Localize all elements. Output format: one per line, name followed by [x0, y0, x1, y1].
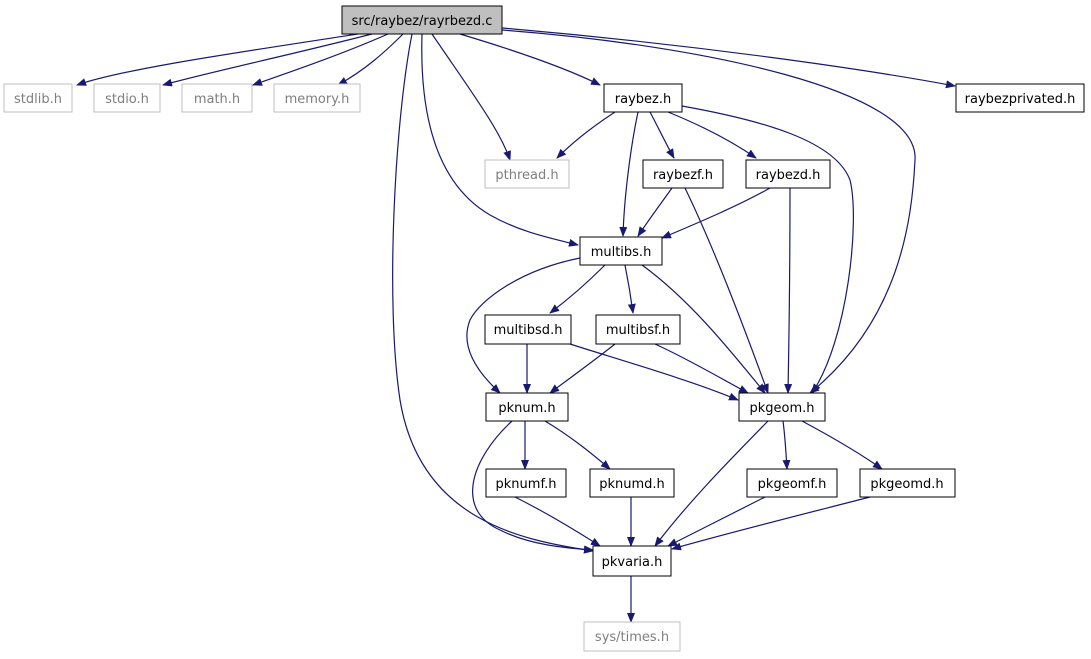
- node-pkgeomd-label: pkgeomd.h: [870, 477, 943, 492]
- node-raybezf-label: raybezf.h: [653, 168, 713, 183]
- edge-raybez-pkgeom: [681, 105, 854, 394]
- edge-raybez-pthread: [556, 111, 616, 159]
- node-raybezd[interactable]: raybezd.h: [745, 159, 831, 189]
- node-raybezprivated-label: raybezprivated.h: [965, 92, 1076, 107]
- edge-multibsf-pknum: [549, 343, 616, 394]
- edge-pknum-pkvaria: [472, 420, 594, 554]
- node-pkgeomd[interactable]: pkgeomd.h: [859, 468, 956, 498]
- edge-pknum-pknumd: [544, 420, 611, 470]
- node-multibsd-label: multibsd.h: [494, 323, 563, 338]
- node-pknumd[interactable]: pknumd.h: [589, 468, 675, 498]
- node-stdio: stdio.h: [93, 83, 161, 113]
- node-raybez-label: raybez.h: [615, 92, 671, 107]
- edge-multibs-multibsd: [549, 264, 606, 314]
- node-multibsf-label: multibsf.h: [606, 323, 670, 338]
- node-stdio-label: stdio.h: [105, 92, 149, 107]
- node-multibsd[interactable]: multibsd.h: [484, 314, 572, 345]
- node-memory: memory.h: [273, 83, 361, 113]
- edge-raybezd-pkgeom: [784, 187, 793, 394]
- edge-raybez-multibs: [619, 111, 639, 237]
- edge-root-stdlib: [76, 33, 359, 86]
- node-root[interactable]: src/raybez/rayrbezd.c: [341, 5, 503, 35]
- edge-root-multibs: [421, 33, 579, 247]
- node-stdlib-label: stdlib.h: [14, 92, 62, 107]
- edge-pkgeomd-pkvaria: [671, 496, 871, 551]
- node-systimes-label: sys/times.h: [595, 630, 669, 645]
- node-math: math.h: [181, 83, 253, 113]
- edge-root-pthread: [431, 33, 511, 161]
- node-pknumd-label: pknumd.h: [599, 477, 665, 492]
- edge-multibsf-pkgeom: [654, 343, 749, 394]
- edge-multibsd-pkgeom: [569, 343, 739, 401]
- node-memory-label: memory.h: [285, 92, 350, 107]
- edge-root-math: [252, 33, 389, 86]
- node-raybezf[interactable]: raybezf.h: [642, 159, 724, 189]
- node-raybezd-label: raybezd.h: [756, 168, 821, 183]
- node-pknumf[interactable]: pknumf.h: [485, 468, 567, 498]
- edge-raybezf-multibs: [637, 187, 673, 237]
- edge-raybezf-pkgeom: [684, 187, 769, 394]
- edge-multibs-multibsf: [624, 264, 636, 314]
- edge-root-pkvaria: [392, 33, 594, 554]
- node-stdlib: stdlib.h: [3, 83, 73, 113]
- edge-root-stdio: [162, 33, 373, 87]
- edge-multibs-pkgeom: [641, 264, 766, 394]
- edge-pkgeom-pkgeomd: [801, 420, 883, 470]
- node-systimes: sys/times.h: [583, 621, 681, 652]
- node-pkgeom-label: pkgeom.h: [749, 401, 814, 416]
- edge-multibs-pknum: [466, 257, 581, 394]
- edge-pkgeom-pkgeomf: [782, 420, 791, 470]
- node-pknumf-label: pknumf.h: [496, 477, 557, 492]
- node-pkgeomf-label: pkgeomf.h: [758, 477, 827, 492]
- edge-root-memory: [337, 33, 404, 86]
- edge-raybezd-multibs: [661, 187, 771, 239]
- node-raybez[interactable]: raybez.h: [603, 83, 683, 113]
- node-pkvaria-label: pkvaria.h: [602, 555, 663, 570]
- node-multibs[interactable]: multibs.h: [579, 236, 663, 266]
- edge-pkgeom-pkvaria: [654, 420, 769, 547]
- edge-root-pkgeom: [501, 29, 916, 394]
- node-pkgeomf[interactable]: pkgeomf.h: [746, 468, 838, 498]
- node-pknum-label: pknum.h: [498, 401, 555, 416]
- node-pkgeom[interactable]: pkgeom.h: [738, 392, 826, 422]
- edge-root-raybezprivated: [501, 27, 956, 89]
- node-pknum[interactable]: pknum.h: [485, 392, 569, 422]
- dependency-edges: [76, 27, 956, 623]
- node-pkvaria[interactable]: pkvaria.h: [592, 545, 672, 577]
- node-multibsf[interactable]: multibsf.h: [595, 314, 681, 345]
- node-pthread-label: pthread.h: [495, 168, 558, 183]
- node-multibs-label: multibs.h: [591, 245, 652, 260]
- edge-raybez-raybezf: [649, 111, 675, 159]
- node-math-label: math.h: [194, 92, 240, 107]
- edge-root-raybez: [459, 33, 601, 86]
- edge-pkgeomf-pkvaria: [667, 496, 766, 547]
- node-raybezprivated[interactable]: raybezprivated.h: [955, 83, 1085, 113]
- edge-raybez-raybezd: [667, 111, 757, 159]
- node-pthread: pthread.h: [484, 159, 570, 189]
- node-root-label: src/raybez/rayrbezd.c: [352, 14, 493, 29]
- edge-pknumf-pkvaria: [514, 496, 601, 547]
- dependency-nodes: src/raybez/rayrbezd.c stdlib.h stdio.h m…: [3, 5, 1085, 652]
